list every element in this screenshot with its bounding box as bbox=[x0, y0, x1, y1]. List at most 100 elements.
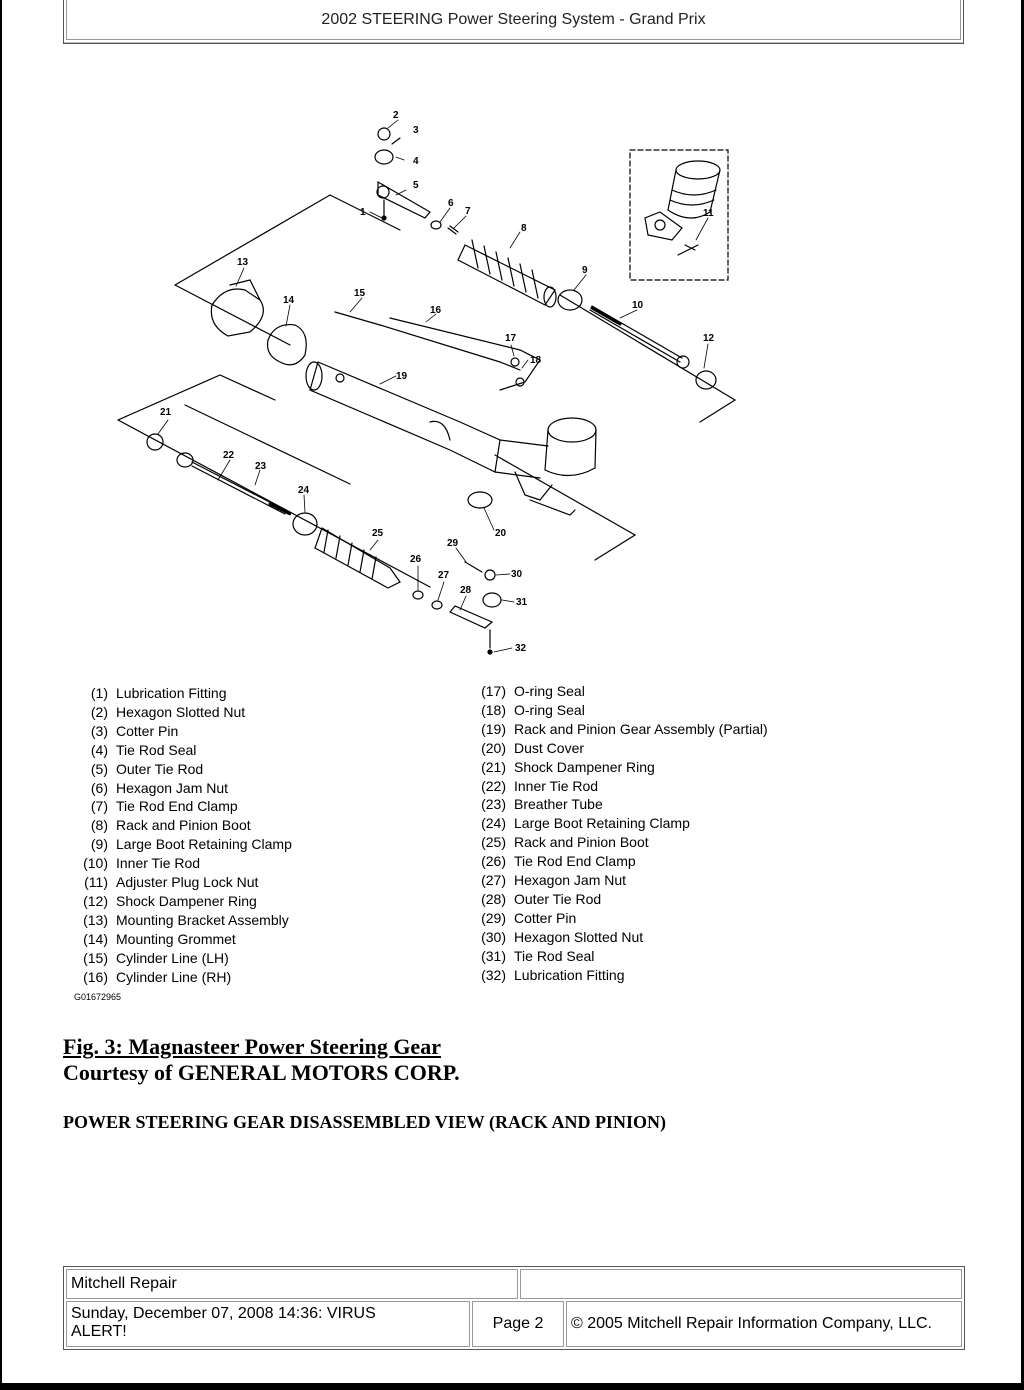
footer-date-line2: ALERT! bbox=[71, 1323, 127, 1340]
callout-15: 15 bbox=[354, 288, 366, 299]
legend-item-label: Hexagon Jam Nut bbox=[514, 872, 627, 889]
legend-item-label: Dust Cover bbox=[514, 739, 585, 756]
legend-item-number: (8) bbox=[90, 817, 108, 834]
legend-item-number: (9) bbox=[90, 836, 108, 853]
callout-4: 4 bbox=[413, 156, 419, 167]
legend-item: (7)Tie Rod End Clamp bbox=[70, 797, 400, 816]
legend-item-label: Rack and Pinion Boot bbox=[116, 817, 251, 834]
footer-copyright: © 2005 Mitchell Repair Information Compa… bbox=[566, 1301, 962, 1347]
legend-item-number: (11) bbox=[84, 874, 108, 891]
legend-item: (32)Lubrication Fitting bbox=[468, 966, 868, 985]
legend-item-label: Mounting Bracket Assembly bbox=[116, 911, 289, 928]
callout-23: 23 bbox=[255, 461, 267, 472]
adjuster-actuator bbox=[644, 160, 721, 256]
upper-shock-ring bbox=[695, 370, 717, 390]
legend-item-label: O-ring Seal bbox=[514, 701, 585, 718]
legend-item-label: Tie Rod End Clamp bbox=[116, 798, 238, 815]
legend-item: (28)Outer Tie Rod bbox=[468, 890, 868, 909]
callout-17: 17 bbox=[505, 333, 517, 344]
legend-item: (8) Rack and Pinion Boot bbox=[70, 816, 400, 835]
legend-item-number: (6) bbox=[90, 779, 108, 796]
legend-item: (10) Inner Tie Rod bbox=[70, 854, 400, 873]
legend-item-label: Shock Dampener Ring bbox=[514, 758, 655, 775]
callout-9: 9 bbox=[582, 265, 588, 276]
legend-item-number: (27) bbox=[481, 872, 506, 889]
legend-item: (17)O-ring Seal bbox=[468, 682, 868, 701]
legend-item-number: (30) bbox=[481, 928, 506, 945]
legend-item-number: (12) bbox=[83, 892, 108, 909]
legend-item: (11) Adjuster Plug Lock Nut bbox=[70, 873, 400, 892]
legend-item-label: Rack and Pinion Gear Assembly (Partial) bbox=[514, 720, 768, 737]
callout-11: 11 bbox=[703, 208, 714, 219]
legend-item-number: (23) bbox=[481, 796, 506, 813]
legend-item: (14) Mounting Grommet bbox=[70, 930, 400, 949]
legend-item: (6)Hexagon Jam Nut bbox=[70, 779, 400, 798]
legend-item: (13) Mounting Bracket Assembly bbox=[70, 911, 400, 930]
legend-item-label: Outer Tie Rod bbox=[116, 760, 204, 777]
legend-item-number: (14) bbox=[83, 930, 108, 947]
legend-item: (24)Large Boot Retaining Clamp bbox=[468, 814, 868, 833]
lower-tray-outline bbox=[117, 374, 637, 588]
header-title: 2002 STEERING Power Steering System - Gr… bbox=[321, 10, 706, 28]
exploded-diagram: 1 2 3 4 5 6 7 8 9 10 11 12 13 14 15 16 1… bbox=[100, 100, 780, 680]
legend-item-number: (1) bbox=[90, 685, 108, 701]
callout-14: 14 bbox=[283, 295, 295, 306]
legend-item: (18)O-ring Seal bbox=[468, 701, 868, 720]
mounting-grommet bbox=[266, 323, 307, 366]
steering-gear-illustration: 1 2 3 4 5 6 7 8 9 10 11 12 13 14 15 16 1… bbox=[117, 110, 737, 655]
legend-item: (4)Tie Rod Seal bbox=[70, 741, 400, 760]
legend-item-number: (25) bbox=[481, 834, 506, 851]
legend-item: (31)Tie Rod Seal bbox=[468, 947, 868, 966]
legend-item-number: (13) bbox=[83, 911, 108, 928]
figure-title: Fig. 3: Magnasteer Power Steering Gear bbox=[63, 1034, 441, 1059]
upper-inner-tie-rod bbox=[589, 305, 690, 369]
legend-item-number: (29) bbox=[481, 909, 506, 926]
footer-blank-cell bbox=[520, 1269, 962, 1299]
page-border-left bbox=[0, 0, 2, 1384]
callout-16: 16 bbox=[430, 305, 442, 316]
legend-item-number: (32) bbox=[481, 966, 506, 983]
pinion-valve-assembly bbox=[467, 417, 597, 516]
legend-item: (22)Inner Tie Rod bbox=[468, 777, 868, 796]
legend-item-number: (19) bbox=[481, 720, 506, 737]
page-border-bottom bbox=[0, 1383, 1024, 1390]
callout-20: 20 bbox=[495, 528, 507, 539]
callout-18: 18 bbox=[530, 355, 542, 366]
legend-item-label: Mounting Grommet bbox=[116, 930, 236, 947]
legend-item-label: Tie Rod Seal bbox=[514, 947, 595, 964]
legend-item-number: (16) bbox=[83, 968, 108, 985]
legend-item: (27) Hexagon Jam Nut bbox=[468, 871, 868, 890]
callout-6: 6 bbox=[448, 198, 454, 209]
figure-caption: Fig. 3: Magnasteer Power Steering Gear C… bbox=[63, 1034, 460, 1086]
callout-2: 2 bbox=[393, 110, 399, 121]
legend-item: (9)Large Boot Retaining Clamp bbox=[70, 835, 400, 854]
callout-1: 1 bbox=[360, 207, 366, 218]
callout-26: 26 bbox=[410, 554, 422, 565]
legend-item-label: Cylinder Line (LH) bbox=[116, 949, 229, 966]
legend-item-label: Tie Rod End Clamp bbox=[514, 853, 636, 870]
callout-8: 8 bbox=[521, 223, 527, 234]
callout-13: 13 bbox=[237, 257, 249, 268]
section-heading: POWER STEERING GEAR DISASSEMBLED VIEW (R… bbox=[63, 1112, 666, 1132]
callout-10: 10 bbox=[632, 300, 644, 311]
legend-item: (21)Shock Dampener Ring bbox=[468, 758, 868, 777]
lower-rack-boot bbox=[314, 527, 401, 589]
legend-item: (25)Rack and Pinion Boot bbox=[468, 833, 868, 852]
callout-7: 7 bbox=[465, 206, 471, 217]
callout-30: 30 bbox=[511, 569, 523, 580]
footer-brand: Mitchell Repair bbox=[66, 1269, 518, 1299]
legend-item-label: Adjuster Plug Lock Nut bbox=[116, 874, 259, 891]
legend-item-number: (24) bbox=[481, 815, 506, 832]
footer-date: Sunday, December 07, 2008 14:36: VIRUS A… bbox=[66, 1301, 470, 1347]
lower-boot-clamp bbox=[292, 512, 318, 536]
legend-item-number: (10) bbox=[83, 855, 108, 872]
legend-item: (1)Lubrication Fitting bbox=[70, 684, 400, 703]
legend-item: (29)Cotter Pin bbox=[468, 909, 868, 928]
legend-item-label: Inner Tie Rod bbox=[116, 855, 201, 872]
footer-date-line1: Sunday, December 07, 2008 14:36: VIRUS bbox=[71, 1305, 376, 1322]
legend-item-label: Tie Rod Seal bbox=[116, 741, 197, 758]
callout-12: 12 bbox=[703, 333, 715, 344]
upper-rack-boot bbox=[457, 239, 557, 308]
page-header: 2002 STEERING Power Steering System - Gr… bbox=[63, 0, 964, 44]
legend-item: (19) Rack and Pinion Gear Assembly (Parti… bbox=[468, 720, 868, 739]
